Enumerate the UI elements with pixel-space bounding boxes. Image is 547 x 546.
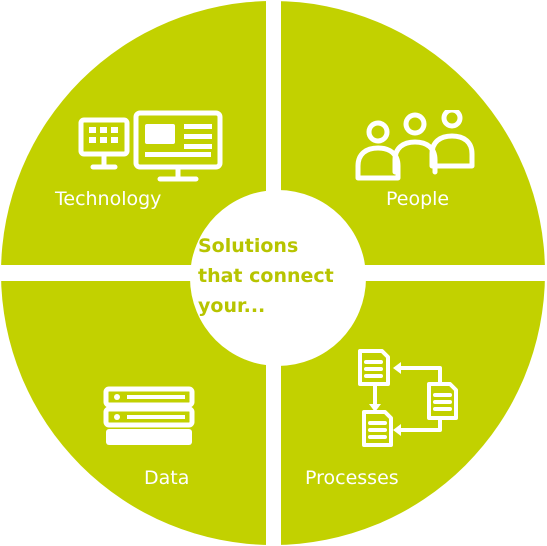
center-caption-line-2: that connect <box>198 265 334 287</box>
computer-monitor-icon <box>78 110 223 182</box>
server-stack-icon <box>103 386 195 445</box>
center-circle <box>190 190 366 366</box>
people-group-icon <box>355 110 475 181</box>
segment-label-technology: Technology <box>55 188 162 210</box>
segment-label-processes: Processes <box>305 467 399 489</box>
center-caption-line-3: your... <box>198 295 266 317</box>
center-caption-line-1: Solutions <box>198 235 299 257</box>
segment-label-data: Data <box>144 467 190 489</box>
center-caption: Solutions that connect your... <box>198 231 368 321</box>
segment-label-people: People <box>386 188 450 210</box>
process-flow-icon <box>358 349 458 447</box>
